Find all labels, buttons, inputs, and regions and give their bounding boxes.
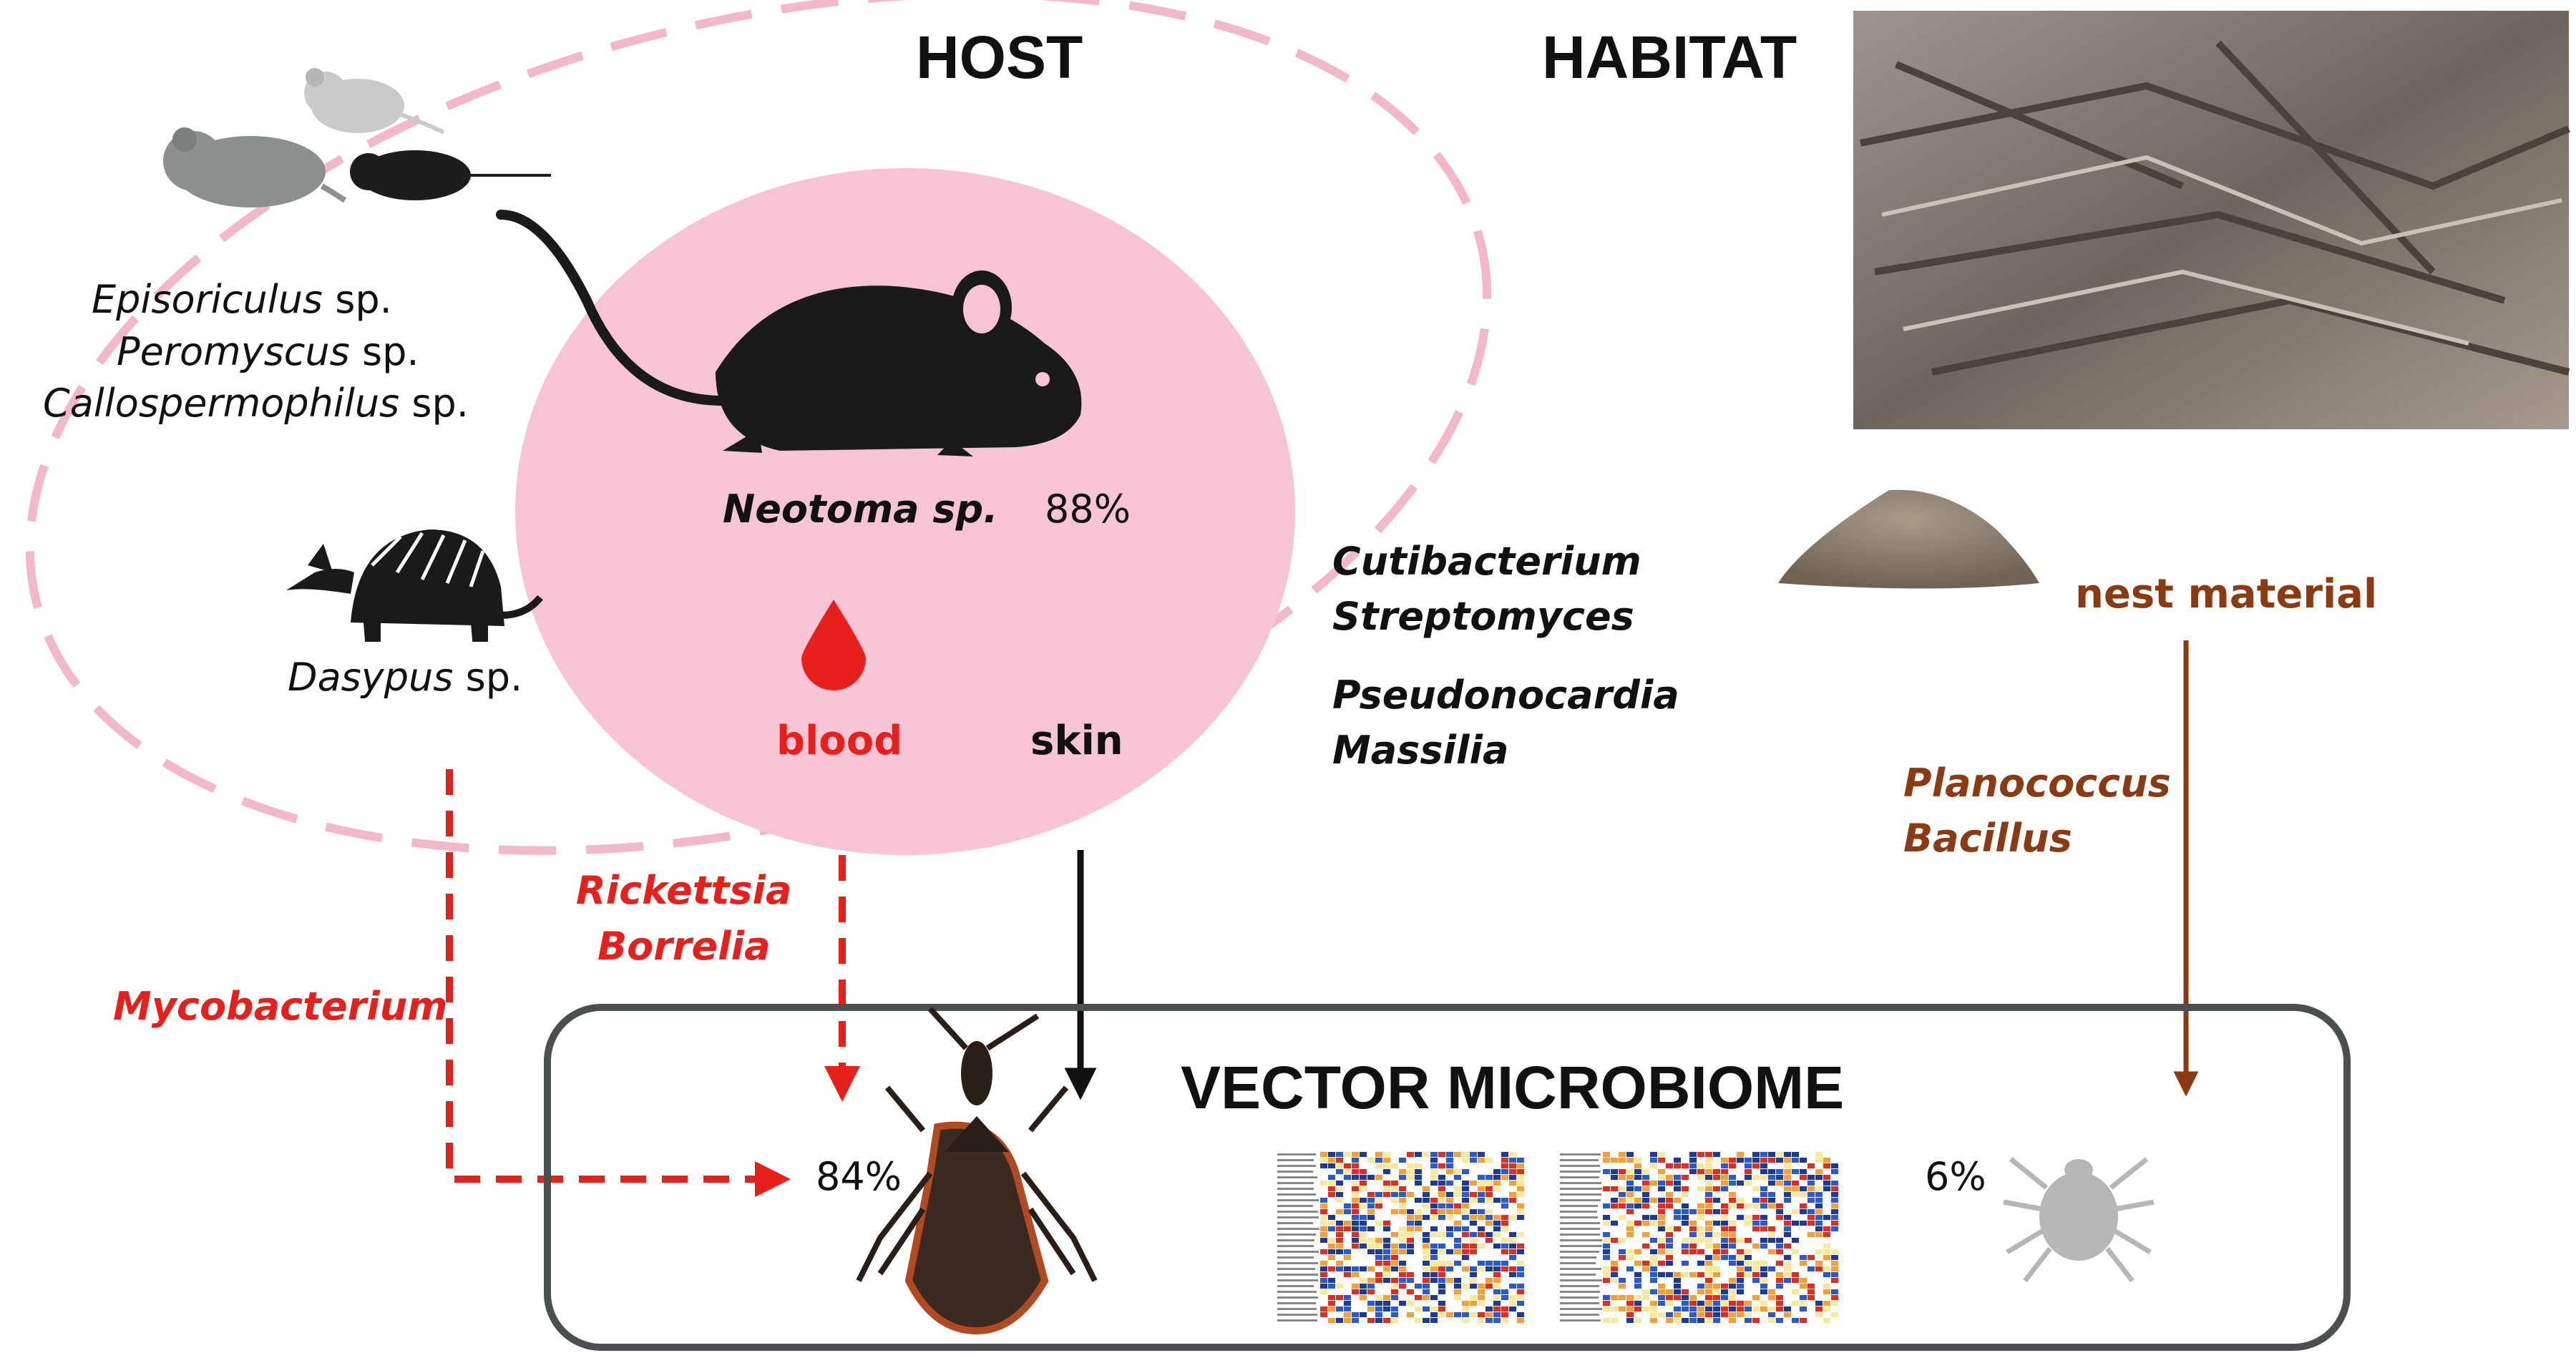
neotoma-percent: 88% xyxy=(1045,487,1131,532)
blood-drop-icon xyxy=(801,600,866,690)
skin-bacterium: Streptomyces xyxy=(1332,594,1634,639)
host-peromyscus: Peromyscus sp. xyxy=(117,329,419,374)
mite-icon xyxy=(2003,1157,2155,1283)
host-episoriculus: Episoriculus sp. xyxy=(92,277,392,322)
habitat-bacterium: Planococcus xyxy=(1903,761,2171,806)
habitat-bacterium: Bacillus xyxy=(1903,816,2072,861)
nest-photo xyxy=(1853,11,2570,429)
heatmap-1 xyxy=(1270,1138,1532,1331)
host-dasypus: Dasypus sp. xyxy=(288,655,523,700)
soil-pile-icon xyxy=(1778,489,2039,589)
armadillo-icon xyxy=(286,529,543,642)
blood-label: blood xyxy=(776,718,903,764)
skin-bacterium: Pseudonocardia xyxy=(1332,673,1679,718)
heatmap-2 xyxy=(1553,1138,1846,1331)
neotoma-label: Neotoma sp. xyxy=(723,487,998,532)
blood-bacterium: Rickettsia xyxy=(576,868,792,913)
mite-percent: 6% xyxy=(1925,1154,1986,1199)
vector-microbiome-title: VECTOR MICROBIOME xyxy=(1181,1054,1845,1121)
blood-bacterium: Borrelia xyxy=(597,924,771,969)
mole-icon xyxy=(350,150,551,200)
woodrat-icon xyxy=(496,210,1082,456)
mycobacterium-arrow xyxy=(446,769,791,1197)
skin-bacterium: Massilia xyxy=(1332,728,1509,773)
habitat-header: HABITAT xyxy=(1542,24,1797,91)
mycobacterium-label: Mycobacterium xyxy=(113,984,448,1029)
vector-microbiome-box xyxy=(544,1004,2351,1351)
bug-percent: 84% xyxy=(816,1154,902,1199)
skin-bacterium: Cutibacterium xyxy=(1332,539,1641,584)
host-header: HOST xyxy=(916,24,1083,91)
host-callospermophilus: Callospermophilus sp. xyxy=(43,381,469,426)
kissing-bug-icon xyxy=(856,1007,1098,1335)
skin-label: skin xyxy=(1030,718,1123,764)
neotoma-circle xyxy=(515,168,1295,855)
nest-material-label: nest material xyxy=(2075,571,2378,617)
shrew-icon xyxy=(304,68,445,135)
vole-icon xyxy=(163,127,347,207)
